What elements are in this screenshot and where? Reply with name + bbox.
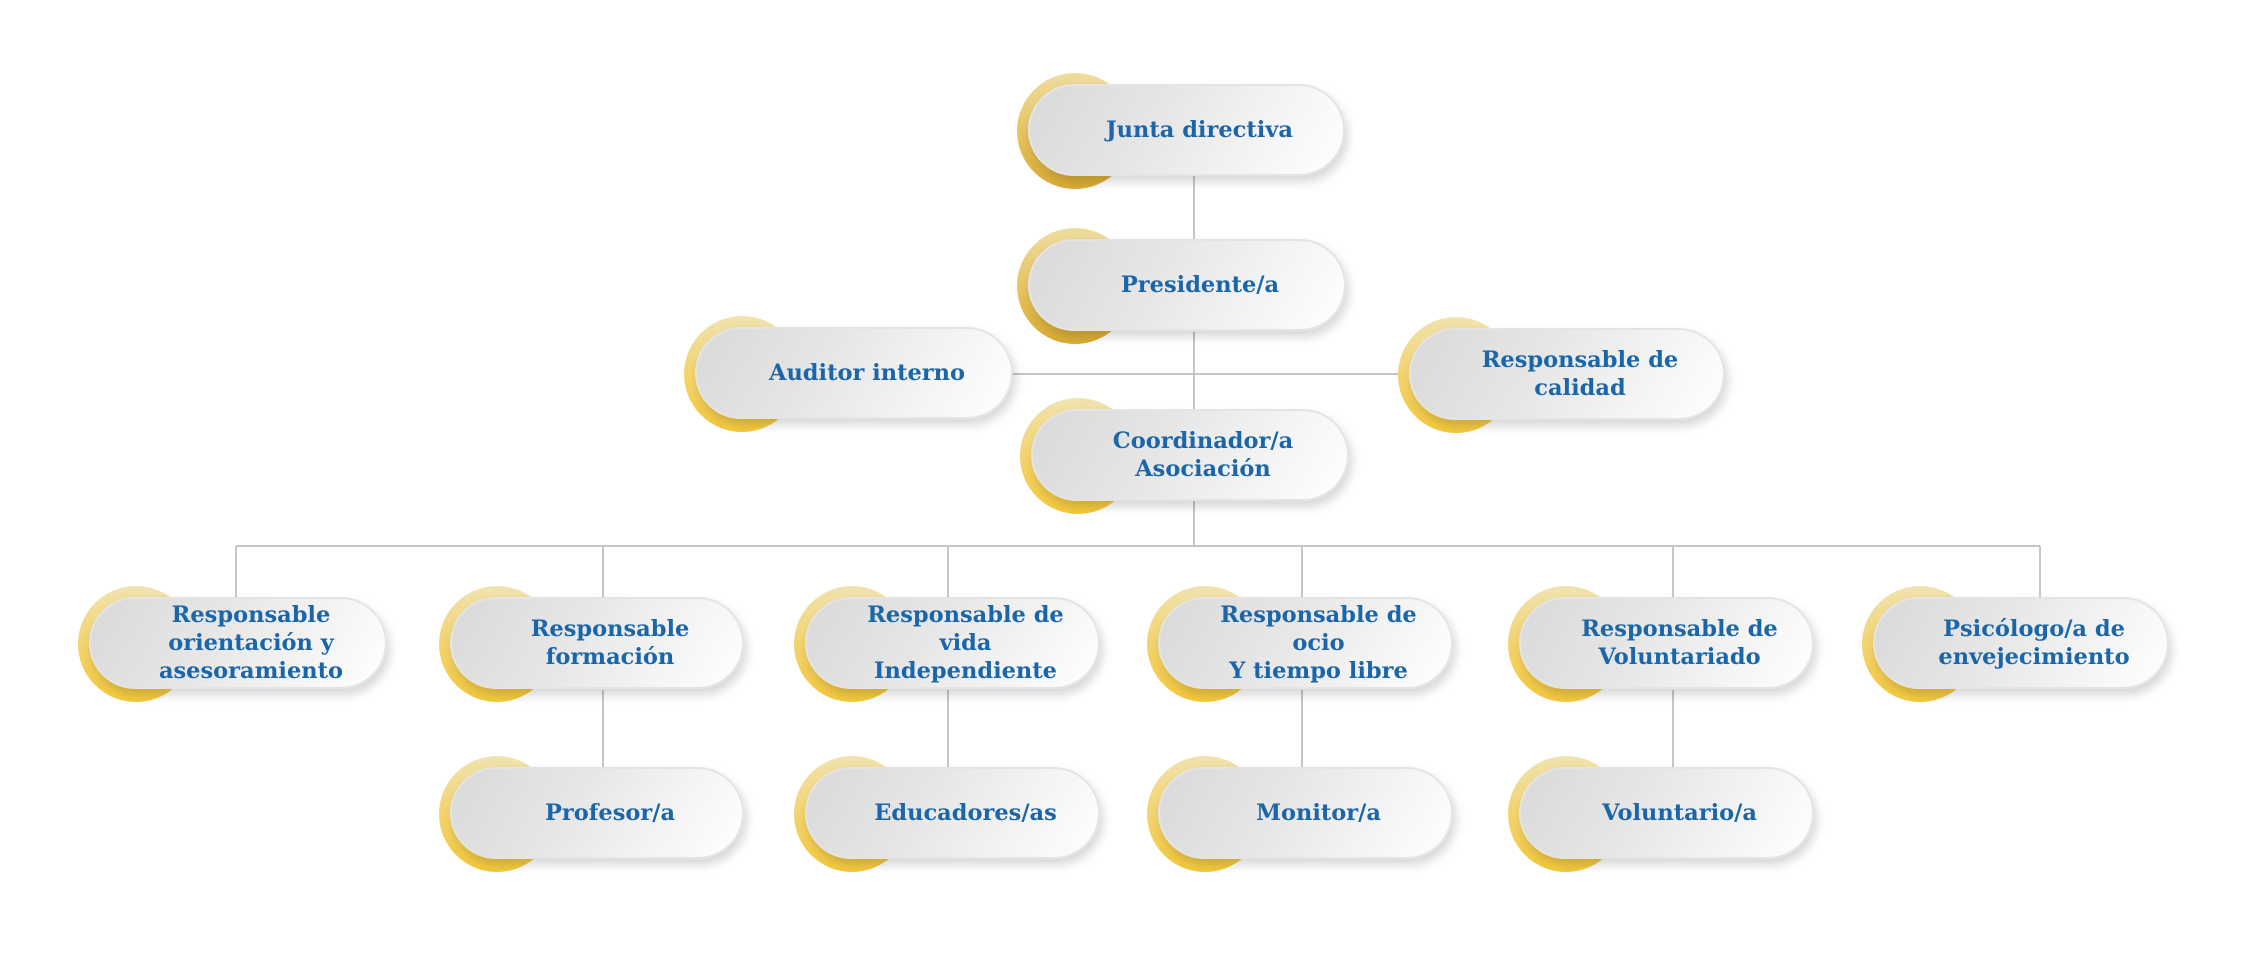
node-box: Educadores/as [805, 767, 1100, 859]
node-label: Junta directiva [1106, 117, 1293, 143]
node-box: Responsable formación [450, 597, 744, 689]
node-label: Responsable de calidad [1481, 347, 1679, 401]
node-box: Profesor/a [450, 767, 744, 859]
node-box: Junta directiva [1028, 84, 1345, 176]
node-box: Auditor interno [695, 327, 1013, 419]
node-label: Coordinador/a Asociación [1112, 428, 1294, 482]
node-box: Responsable de vida Independiente [805, 597, 1100, 689]
node-label: Responsable formación [530, 616, 690, 670]
node-label: Monitor/a [1256, 800, 1381, 826]
node-box: Responsable de ocio Y tiempo libre [1158, 597, 1453, 689]
node-label: Responsable de vida Independiente [867, 602, 1064, 684]
node-box: Presidente/a [1028, 239, 1346, 331]
node-label: Psicólogo/a de envejecimiento [1938, 616, 2130, 670]
node-label: Presidente/a [1120, 272, 1280, 298]
node-box: Monitor/a [1158, 767, 1453, 859]
node-label: Responsable orientación y asesoramiento [158, 602, 344, 684]
node-box: Psicólogo/a de envejecimiento [1873, 597, 2169, 689]
node-label: Auditor interno [768, 360, 966, 386]
node-box: Coordinador/a Asociación [1031, 409, 1349, 501]
node-box: Responsable de calidad [1409, 328, 1725, 420]
node-label: Responsable de ocio Y tiempo libre [1220, 602, 1417, 684]
node-label: Educadores/as [874, 800, 1057, 826]
node-label: Voluntario/a [1602, 800, 1757, 826]
node-box: Responsable orientación y asesoramiento [89, 597, 387, 689]
node-label: Responsable de Voluntariado [1581, 616, 1778, 670]
node-label: Profesor/a [544, 800, 676, 826]
node-box: Responsable de Voluntariado [1519, 597, 1814, 689]
node-box: Voluntario/a [1519, 767, 1814, 859]
